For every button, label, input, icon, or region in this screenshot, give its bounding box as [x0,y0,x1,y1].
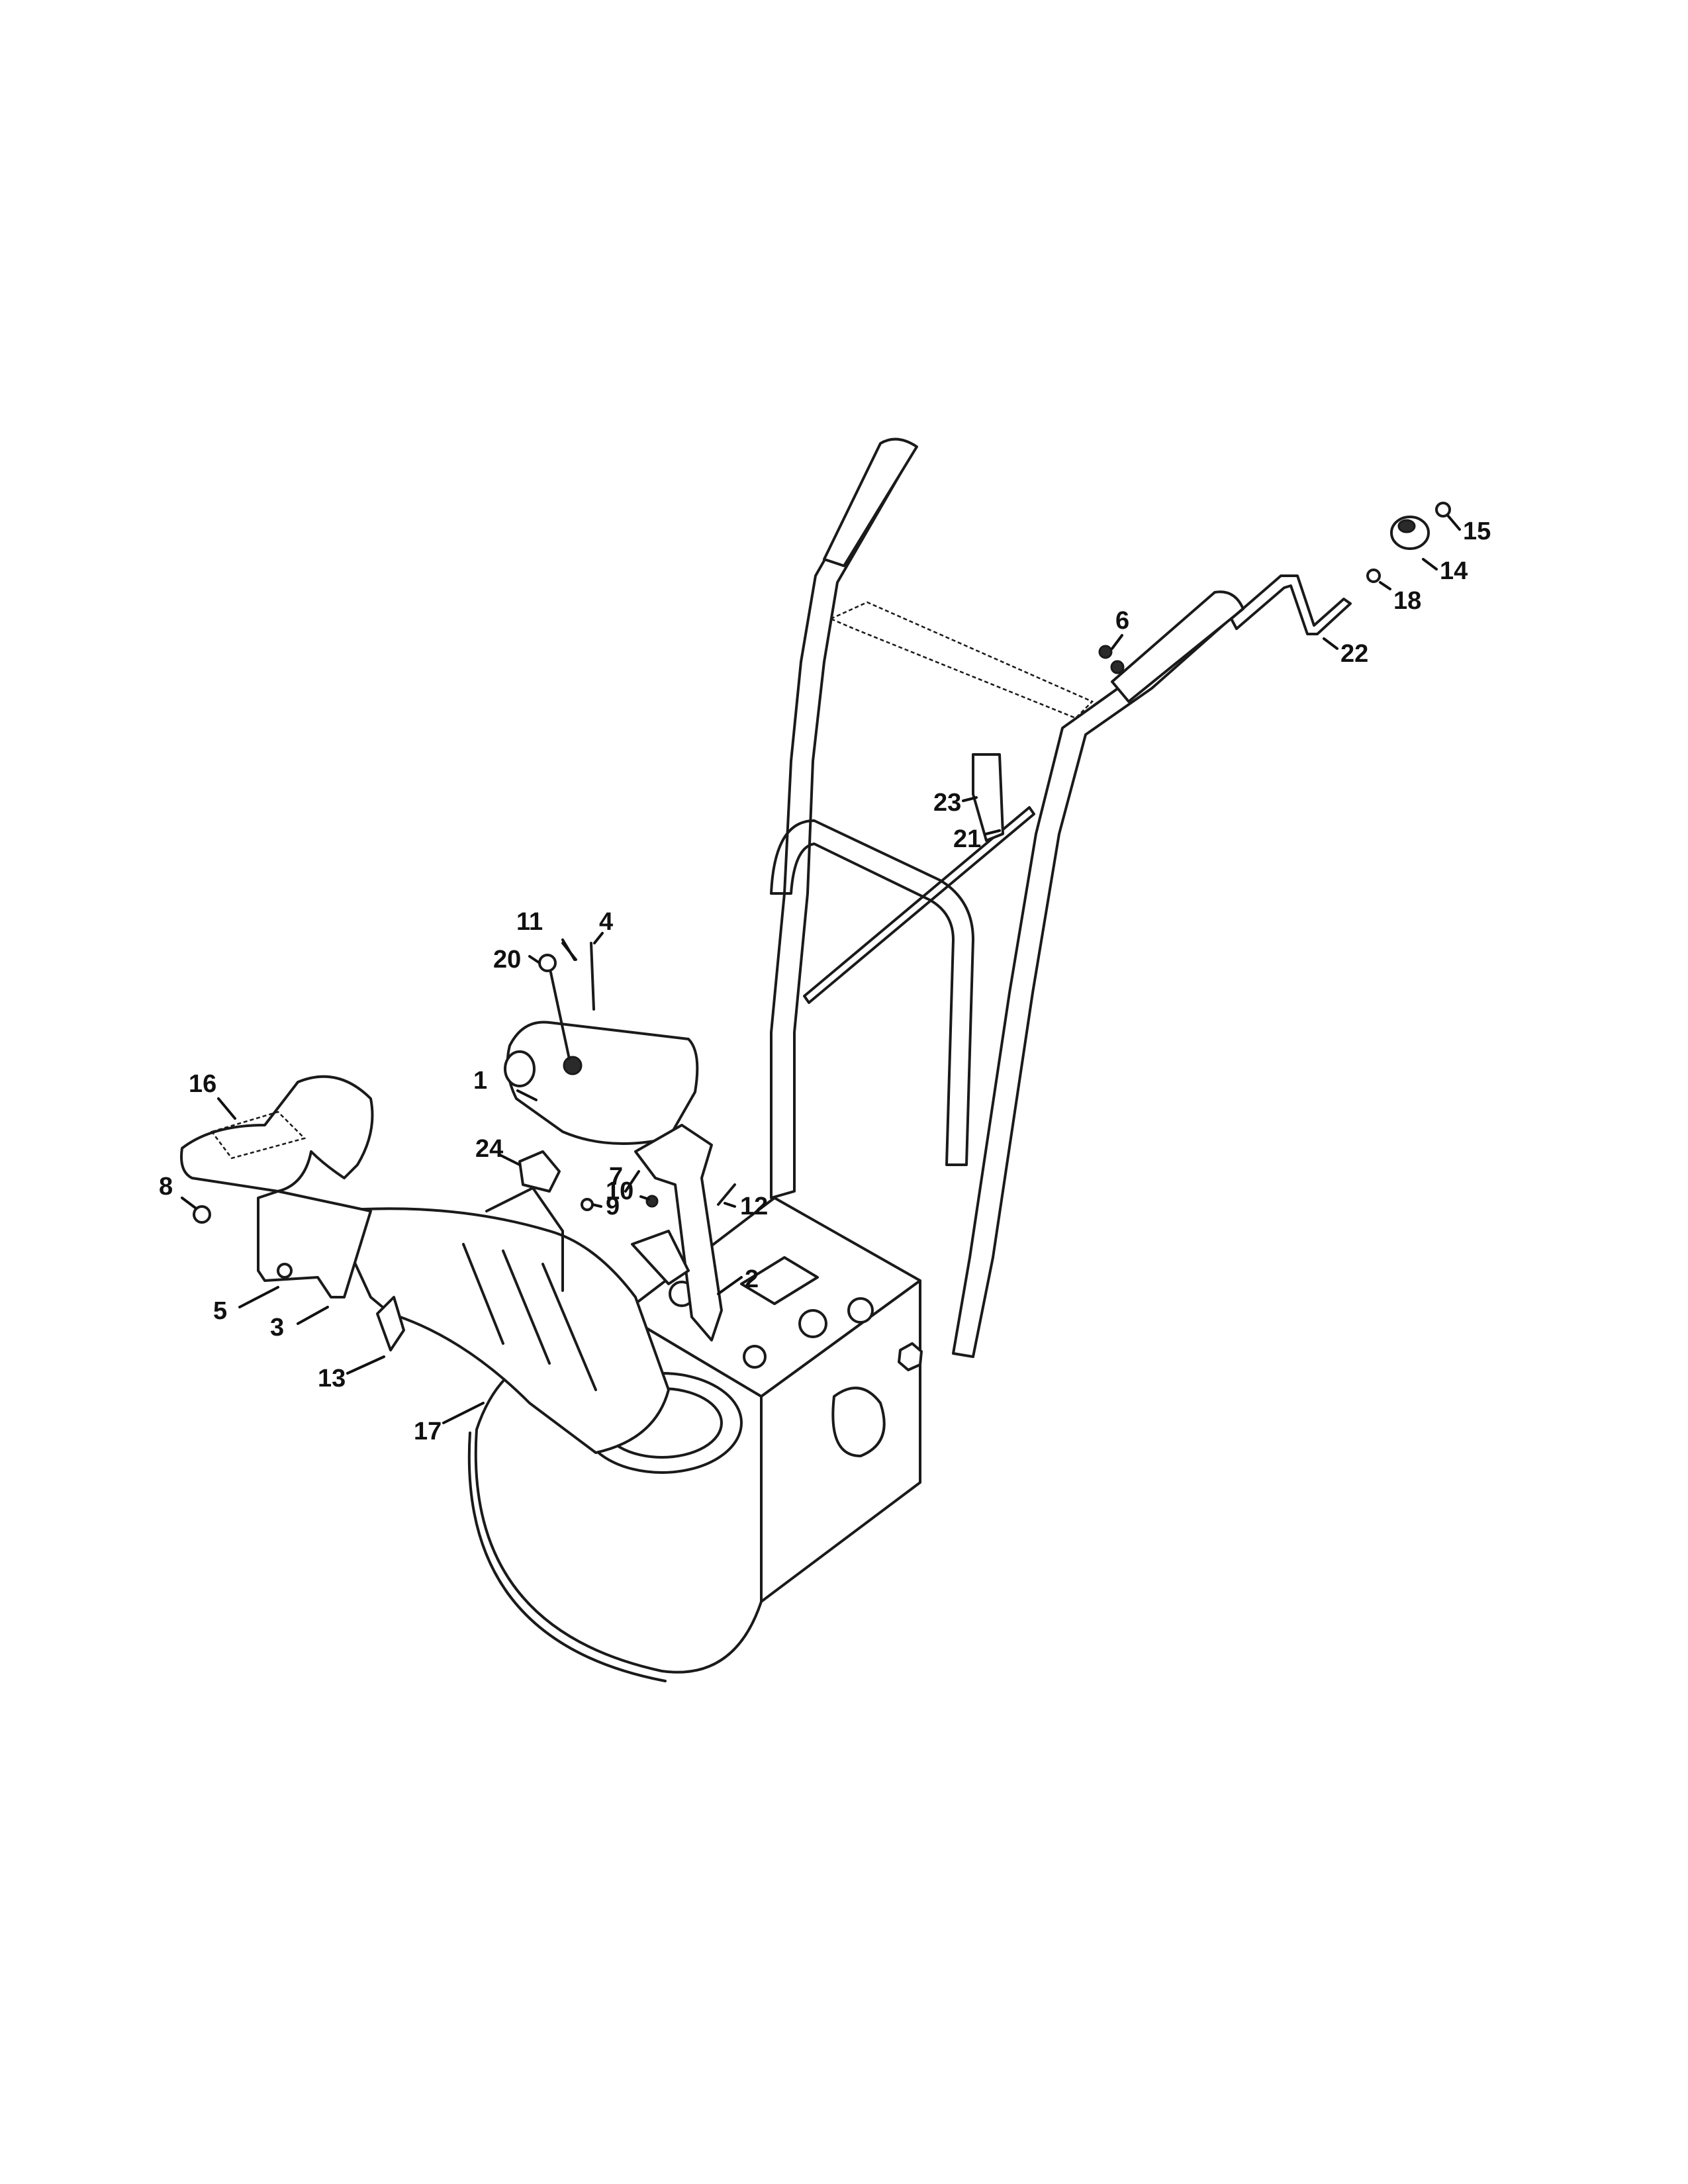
leader-22 [1323,637,1338,650]
leader-21 [985,829,1001,835]
callout-23: 23 [933,789,961,817]
rod-bracket [972,753,1004,842]
guide-pivot [504,1050,536,1087]
left-handle-tube [770,449,912,1199]
left-handle-grip [823,437,918,567]
side-panel-cutout [831,1387,886,1457]
washer-9 [581,1198,594,1211]
callout-3: 3 [270,1314,284,1342]
leader-23 [962,796,978,802]
right-handle-tube [952,594,1239,1358]
auger-housing-rim [467,1432,667,1682]
leader-15 [1447,515,1461,531]
bolt-10 [645,1195,659,1208]
upper-dashboard-panel [828,601,1094,719]
callout-24: 24 [475,1135,503,1163]
leader-7 [624,1170,640,1193]
callout-7: 7 [609,1163,623,1191]
bolt-20-head [538,954,557,972]
callout-1: 1 [473,1067,487,1095]
callout-18: 18 [1393,587,1421,615]
leader-18 [1379,581,1391,590]
leader-12 [724,1202,736,1208]
pin-4 [590,942,595,1011]
leader-17 [442,1402,485,1424]
leader-4 [593,932,604,944]
chute-tube-rib-1 [462,1243,504,1345]
callout-12: 12 [740,1193,768,1220]
nut-15 [1435,502,1451,518]
leader-1 [516,1089,538,1101]
bolt-6a [1098,645,1113,659]
frame-hole-2 [847,1297,874,1324]
bolt-20 [548,965,571,1060]
bolt-6b [1110,660,1125,674]
tilt-bracket-lower [631,1230,690,1285]
callout-13: 13 [318,1365,346,1392]
callout-11: 11 [516,908,543,936]
leader-14 [1422,558,1438,570]
leader-5 [238,1286,279,1308]
deflector-label-area [210,1111,306,1160]
chute-side-flange [257,1190,372,1298]
chute-control-rod [803,806,1035,1004]
chute-tab [376,1296,405,1351]
flange-bolt [277,1263,293,1279]
frame-hole-1 [798,1309,827,1338]
washer-18 [1366,569,1381,583]
crank-rod [1230,574,1352,635]
tilt-bracket [634,1124,723,1342]
callout-4: 4 [599,908,613,936]
chute-tube-rib-2 [502,1250,551,1365]
frame-hole-4 [743,1345,767,1369]
callout-6: 6 [1115,607,1129,635]
chute-support [485,1187,564,1292]
leader-11 [561,938,576,961]
callout-21: 21 [953,825,981,853]
leader-13 [346,1355,385,1375]
leader-lines [181,515,1461,1424]
callout-2: 2 [745,1265,759,1293]
chute-top-guide [506,1021,699,1145]
callout-9: 9 [606,1193,620,1220]
callout-8: 8 [159,1173,173,1201]
leader-24 [498,1154,521,1166]
nut-8 [193,1205,211,1224]
guide-hole [563,1056,583,1075]
lower-handle-loop [770,819,974,1166]
callout-17: 17 [414,1418,442,1445]
callout-22: 22 [1340,640,1368,668]
leader-9 [591,1203,602,1208]
callout-5: 5 [213,1297,227,1325]
chute-deflector [180,1075,374,1193]
leader-20 [528,955,541,964]
bolt-12 [717,1183,736,1206]
chute-tube-rib-3 [541,1263,597,1391]
callout-14: 14 [1440,557,1468,585]
bracket-24 [518,1150,561,1193]
callout-15: 15 [1463,518,1491,545]
chute-assembly [180,942,743,1474]
leader-8 [181,1197,197,1209]
leader-6 [1111,634,1123,650]
crank-knob-cap [1397,519,1416,533]
side-hex-nut [898,1342,923,1371]
callouts: 1 2 3 4 5 6 7 8 9 10 11 12 13 14 15 16 1… [159,518,1491,1445]
right-handle-grip [1111,590,1244,703]
leader-3 [297,1306,329,1325]
callout-20: 20 [493,946,521,974]
callout-16: 16 [189,1070,216,1098]
leader-16 [217,1097,236,1120]
chute-tube [330,1207,670,1454]
callout-10: 10 [606,1177,633,1205]
leader-10 [639,1195,650,1201]
leader-2 [717,1276,743,1295]
handle-assembly [770,437,1451,1358]
frame-slot [740,1256,819,1305]
